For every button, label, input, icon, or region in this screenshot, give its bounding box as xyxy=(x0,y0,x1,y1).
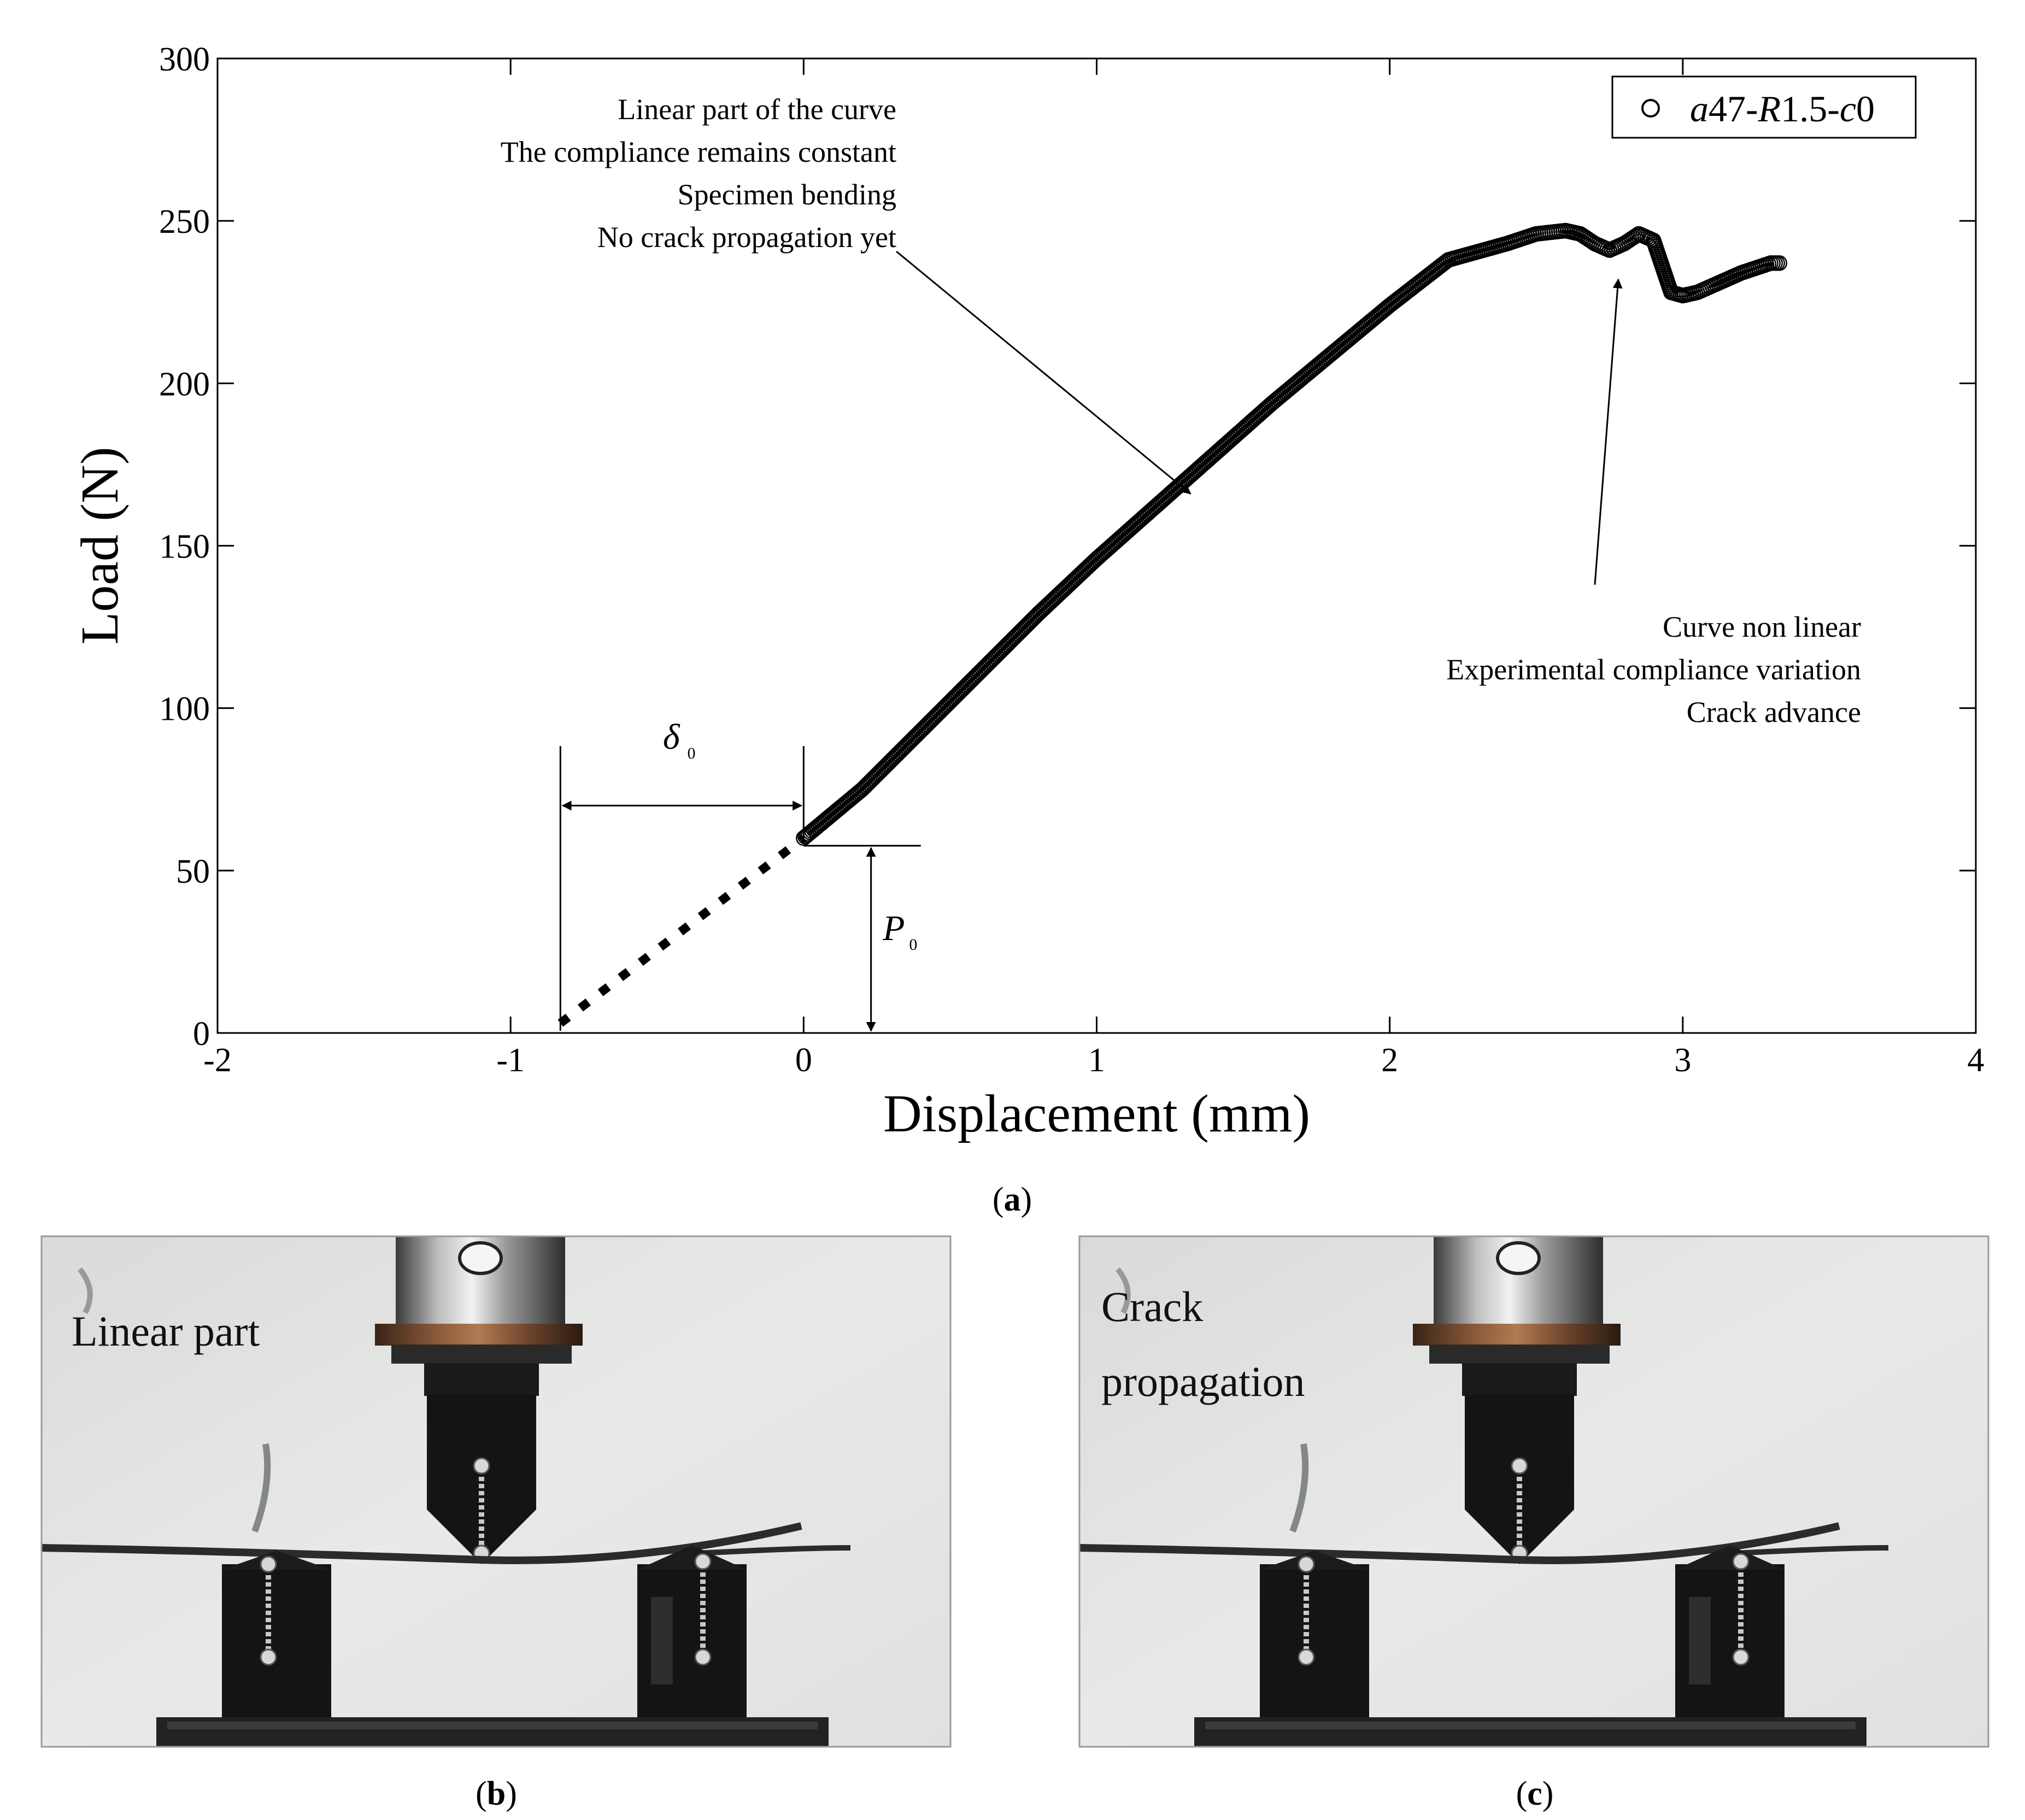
arrow-non-linear xyxy=(1594,278,1623,585)
y-tick-label: 0 xyxy=(193,1015,210,1053)
load-displacement-chart: -2 -1 0 1 2 3 4 0 50 100 150 200 250 300 Displacement… xyxy=(71,41,1985,1143)
annotation-nonlinear-line: Experimental compliance variation xyxy=(1446,653,1861,686)
legend-end: 0 xyxy=(1856,88,1875,130)
x-tick-label: 0 xyxy=(795,1042,812,1079)
caption-b: (b) xyxy=(476,1775,517,1812)
delta-symbol: δ xyxy=(663,717,680,757)
legend-italic-R: R xyxy=(1758,88,1781,130)
photo-b-label: Linear part xyxy=(72,1307,260,1355)
legend: a47-R1.5-c0 xyxy=(1611,75,1917,139)
x-tick-label: -2 xyxy=(203,1042,232,1079)
x-tick-label: 1 xyxy=(1088,1042,1105,1079)
x-tick-label: 3 xyxy=(1674,1042,1691,1079)
caption-a: (a) xyxy=(993,1181,1032,1218)
legend-italic-a: a xyxy=(1690,88,1709,130)
extrapolation-dots xyxy=(557,835,807,1027)
photo-c-label-line2: propagation xyxy=(1101,1358,1305,1405)
legend-box xyxy=(1611,75,1917,139)
annotation-nonlinear-line: Crack advance xyxy=(1687,696,1861,729)
annotation-nonlinear-line: Curve non linear xyxy=(1663,610,1861,643)
extrapolation-line xyxy=(557,835,807,1027)
delta-subscript: 0 xyxy=(688,744,696,762)
legend-entry: a47-R1.5-c0 xyxy=(1690,88,1875,130)
photo-c: Crack propagation xyxy=(1079,1236,1988,1747)
arrow-linear-part xyxy=(896,250,1191,495)
y-axis-label: Load (N) xyxy=(71,447,130,645)
annotation-linear-line: Specimen bending xyxy=(678,178,896,211)
y-tick-label: 300 xyxy=(159,41,210,78)
p-symbol: P xyxy=(882,908,905,948)
x-tick-label: -1 xyxy=(496,1042,525,1079)
plot-axes xyxy=(216,57,1977,1034)
x-tick-label: 4 xyxy=(1968,1042,1985,1079)
legend-mid1: 47- xyxy=(1709,88,1758,130)
y-tick-label: 150 xyxy=(159,529,210,566)
x-axis-label: Displacement (mm) xyxy=(883,1084,1310,1143)
legend-mid2: 1.5- xyxy=(1781,88,1840,130)
data-point xyxy=(1771,255,1788,271)
photo-b: Linear part xyxy=(42,1236,950,1747)
y-tick-label: 200 xyxy=(159,366,210,403)
series-a47-R1.5-c0 xyxy=(796,222,1788,846)
legend-italic-c: c xyxy=(1840,88,1856,130)
dimension-markers xyxy=(559,746,921,1032)
p-subscript: 0 xyxy=(909,936,917,954)
x-tick-label: 2 xyxy=(1381,1042,1398,1079)
annotation-linear-line: No crack propagation yet xyxy=(597,221,896,254)
y-tick-label: 50 xyxy=(176,853,210,890)
legend-marker xyxy=(1641,99,1660,118)
data-point xyxy=(1629,227,1645,243)
axis-ticks: -2 -1 0 1 2 3 4 0 50 100 150 200 250 300 xyxy=(159,41,1985,1079)
caption-c: (c) xyxy=(1516,1775,1554,1812)
annotation-linear-line: The compliance remains constant xyxy=(501,136,896,168)
y-tick-label: 100 xyxy=(159,691,210,728)
y-tick-label: 250 xyxy=(159,203,210,240)
annotation-linear-line: Linear part of the curve xyxy=(618,93,896,126)
photo-c-label-line1: Crack xyxy=(1101,1283,1203,1330)
plot-frame xyxy=(216,57,1977,1034)
